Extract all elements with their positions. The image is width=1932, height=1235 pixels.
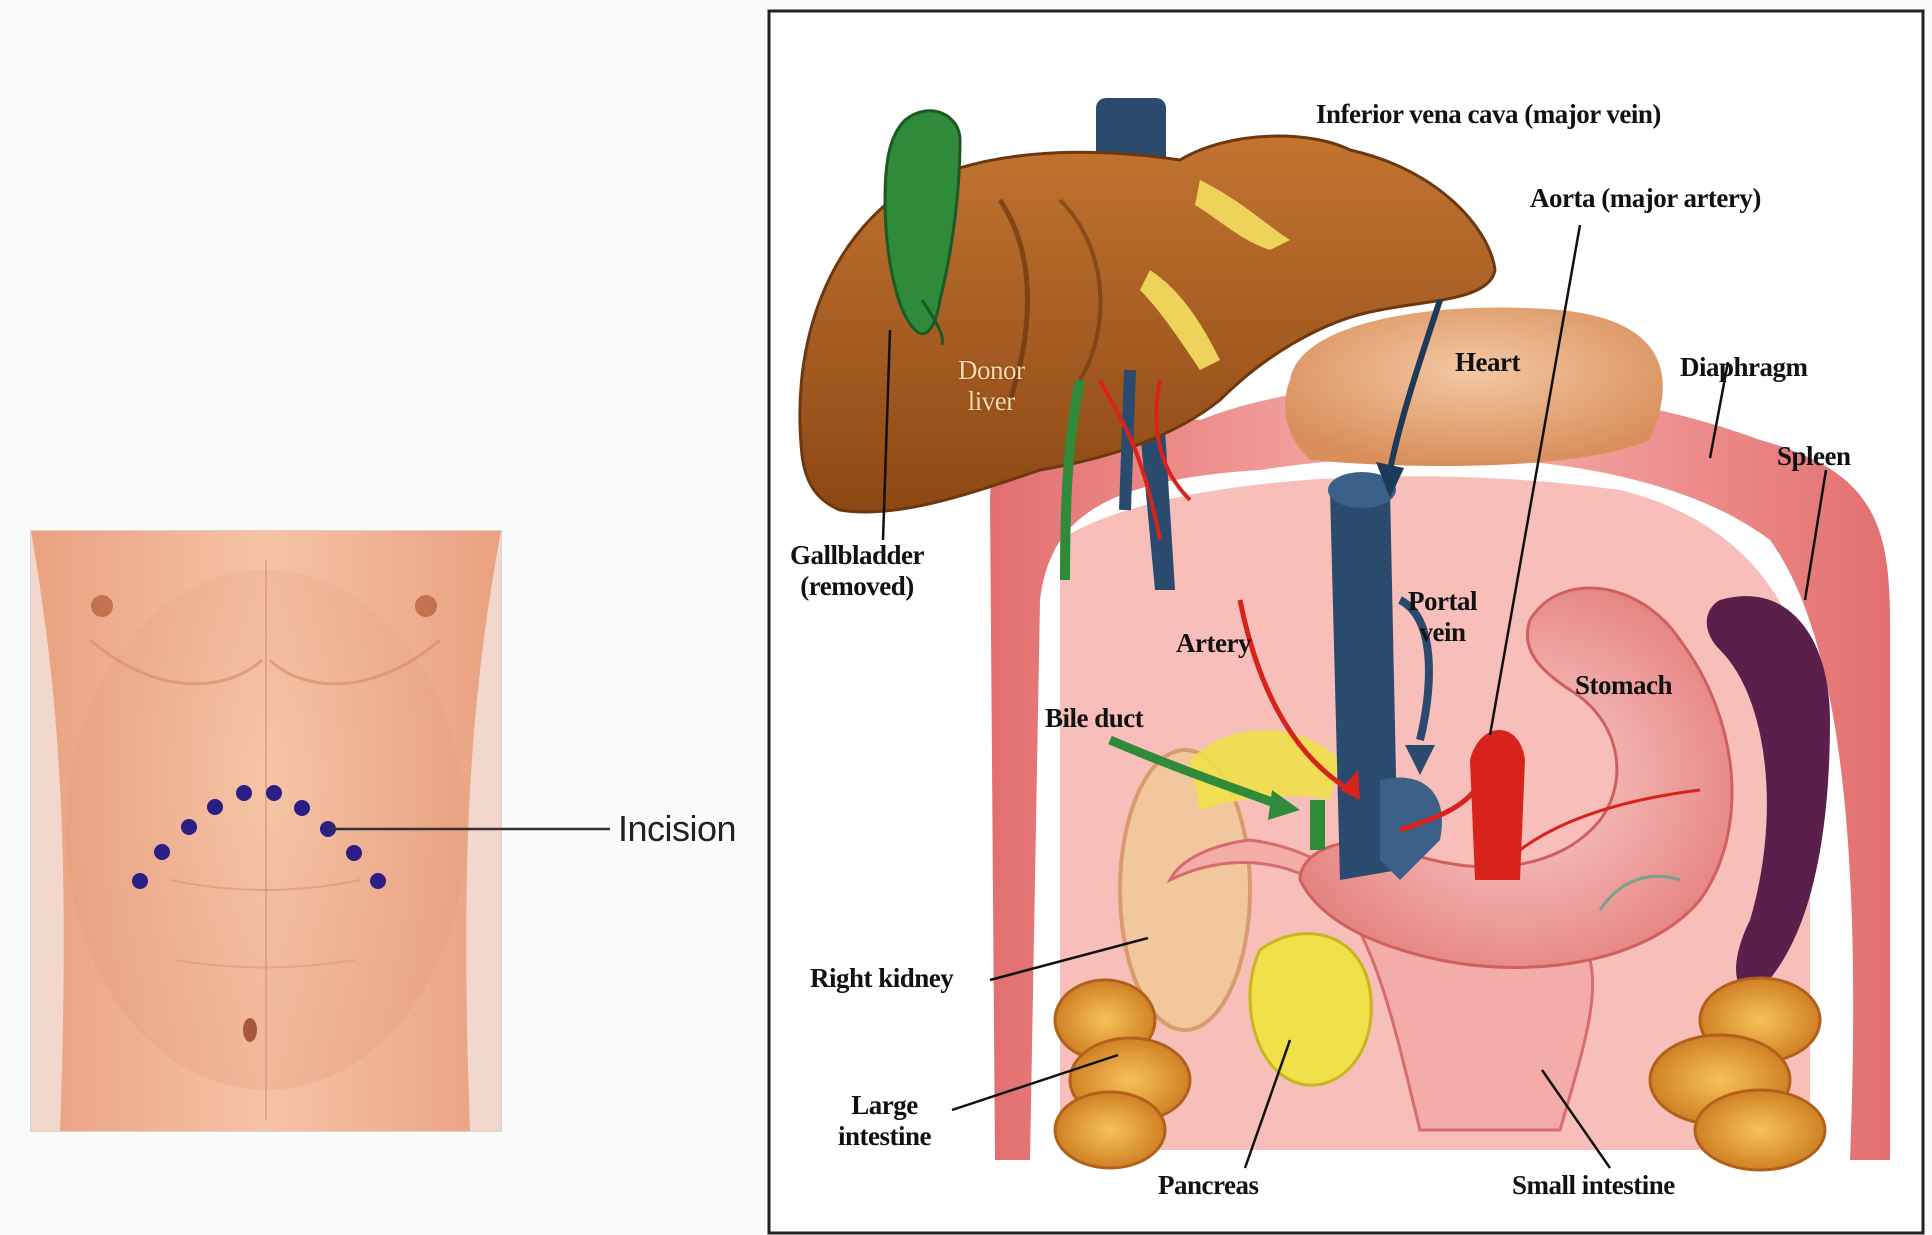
label-stomach: Stomach bbox=[1575, 670, 1672, 701]
label-gallbladder: Gallbladder (removed) bbox=[790, 540, 924, 602]
label-artery: Artery bbox=[1176, 628, 1251, 659]
label-gallbladder-line2: (removed) bbox=[790, 571, 924, 602]
label-pancreas: Pancreas bbox=[1158, 1170, 1258, 1201]
label-portal-vein: Portal vein bbox=[1408, 586, 1477, 648]
label-spleen: Spleen bbox=[1777, 441, 1851, 472]
label-inferior-vena-cava: Inferior vena cava (major vein) bbox=[1316, 99, 1661, 130]
label-portal-vein-line1: Portal bbox=[1408, 586, 1477, 617]
label-donor-liver: Donor liver bbox=[958, 355, 1025, 417]
label-large-intestine-line2: intestine bbox=[838, 1121, 931, 1152]
label-diaphragm: Diaphragm bbox=[1680, 352, 1808, 383]
label-large-intestine: Large intestine bbox=[838, 1090, 931, 1152]
label-aorta: Aorta (major artery) bbox=[1530, 183, 1761, 214]
label-gallbladder-line1: Gallbladder bbox=[790, 540, 924, 571]
pancreas bbox=[1250, 934, 1371, 1086]
label-right-kidney: Right kidney bbox=[810, 963, 953, 994]
label-donor-liver-line1: Donor bbox=[958, 355, 1025, 386]
label-portal-vein-line2: vein bbox=[1408, 617, 1477, 648]
label-bile-duct: Bile duct bbox=[1045, 703, 1143, 734]
label-donor-liver-line2: liver bbox=[958, 386, 1025, 417]
aorta bbox=[1470, 730, 1525, 880]
label-heart: Heart bbox=[1455, 347, 1520, 378]
label-small-intestine: Small intestine bbox=[1512, 1170, 1675, 1201]
label-large-intestine-line1: Large bbox=[838, 1090, 931, 1121]
